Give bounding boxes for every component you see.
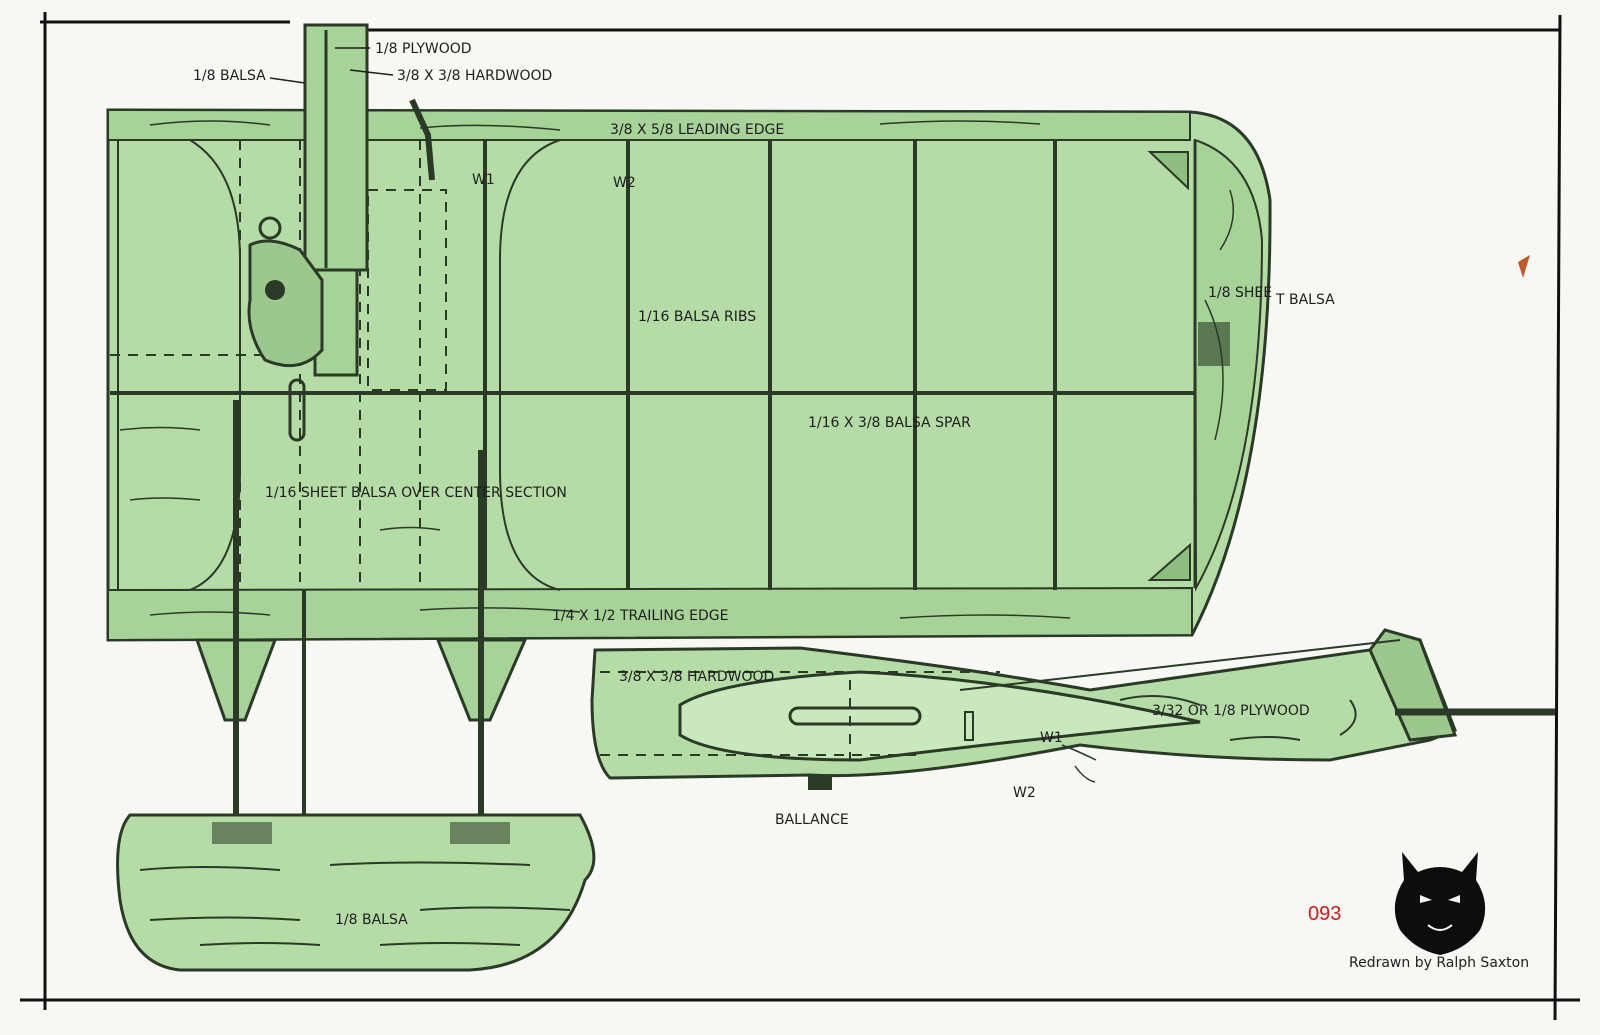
center-pylon: [247, 23, 435, 442]
label-spar: 1/16 X 3/8 BALSA SPAR: [808, 415, 971, 431]
marker-mark: [1518, 255, 1530, 278]
label-trailing-edge: 1/4 X 1/2 TRAILING EDGE: [552, 608, 728, 624]
label-sheet-tip-a: 1/8 SHEE: [1208, 285, 1272, 301]
label-fuse-w1: W1: [1040, 730, 1063, 746]
label-w1: W1: [472, 172, 495, 188]
label-float-balsa: 1/8 BALSA: [335, 912, 408, 928]
label-hardwood-top: 3/8 X 3/8 HARDWOOD: [397, 68, 552, 84]
label-fuse-w2: W2: [1013, 785, 1036, 801]
credit-text: Redrawn by Ralph Saxton: [1349, 955, 1529, 971]
label-plywood-tail: 3/32 OR 1/8 PLYWOOD: [1152, 703, 1310, 719]
label-leading-edge: 3/8 X 5/8 LEADING EDGE: [610, 122, 784, 138]
label-balsa-top: 1/8 BALSA: [193, 68, 266, 84]
page-border: [20, 12, 1580, 1021]
float-struts: [194, 400, 528, 838]
devil-head-icon: [1394, 852, 1486, 955]
label-sheet-tip-b: T BALSA: [1275, 292, 1335, 308]
wing-ribs: [483, 140, 1057, 590]
wing-outline: [106, 108, 1272, 642]
plan-number: 093: [1308, 903, 1341, 925]
label-hardwood-fuse: 3/8 X 3/8 HARDWOOD: [619, 669, 774, 685]
fuselage-side-view: [590, 628, 1555, 790]
label-ballance: BALLANCE: [775, 812, 849, 828]
float: [116, 813, 596, 972]
label-center-sheet: 1/16 SHEET BALSA OVER CENTER SECTION: [265, 485, 567, 501]
label-ribs: 1/16 BALSA RIBS: [638, 309, 756, 325]
label-w2: W2: [613, 175, 636, 191]
label-plywood-top: 1/8 PLYWOOD: [375, 41, 472, 57]
